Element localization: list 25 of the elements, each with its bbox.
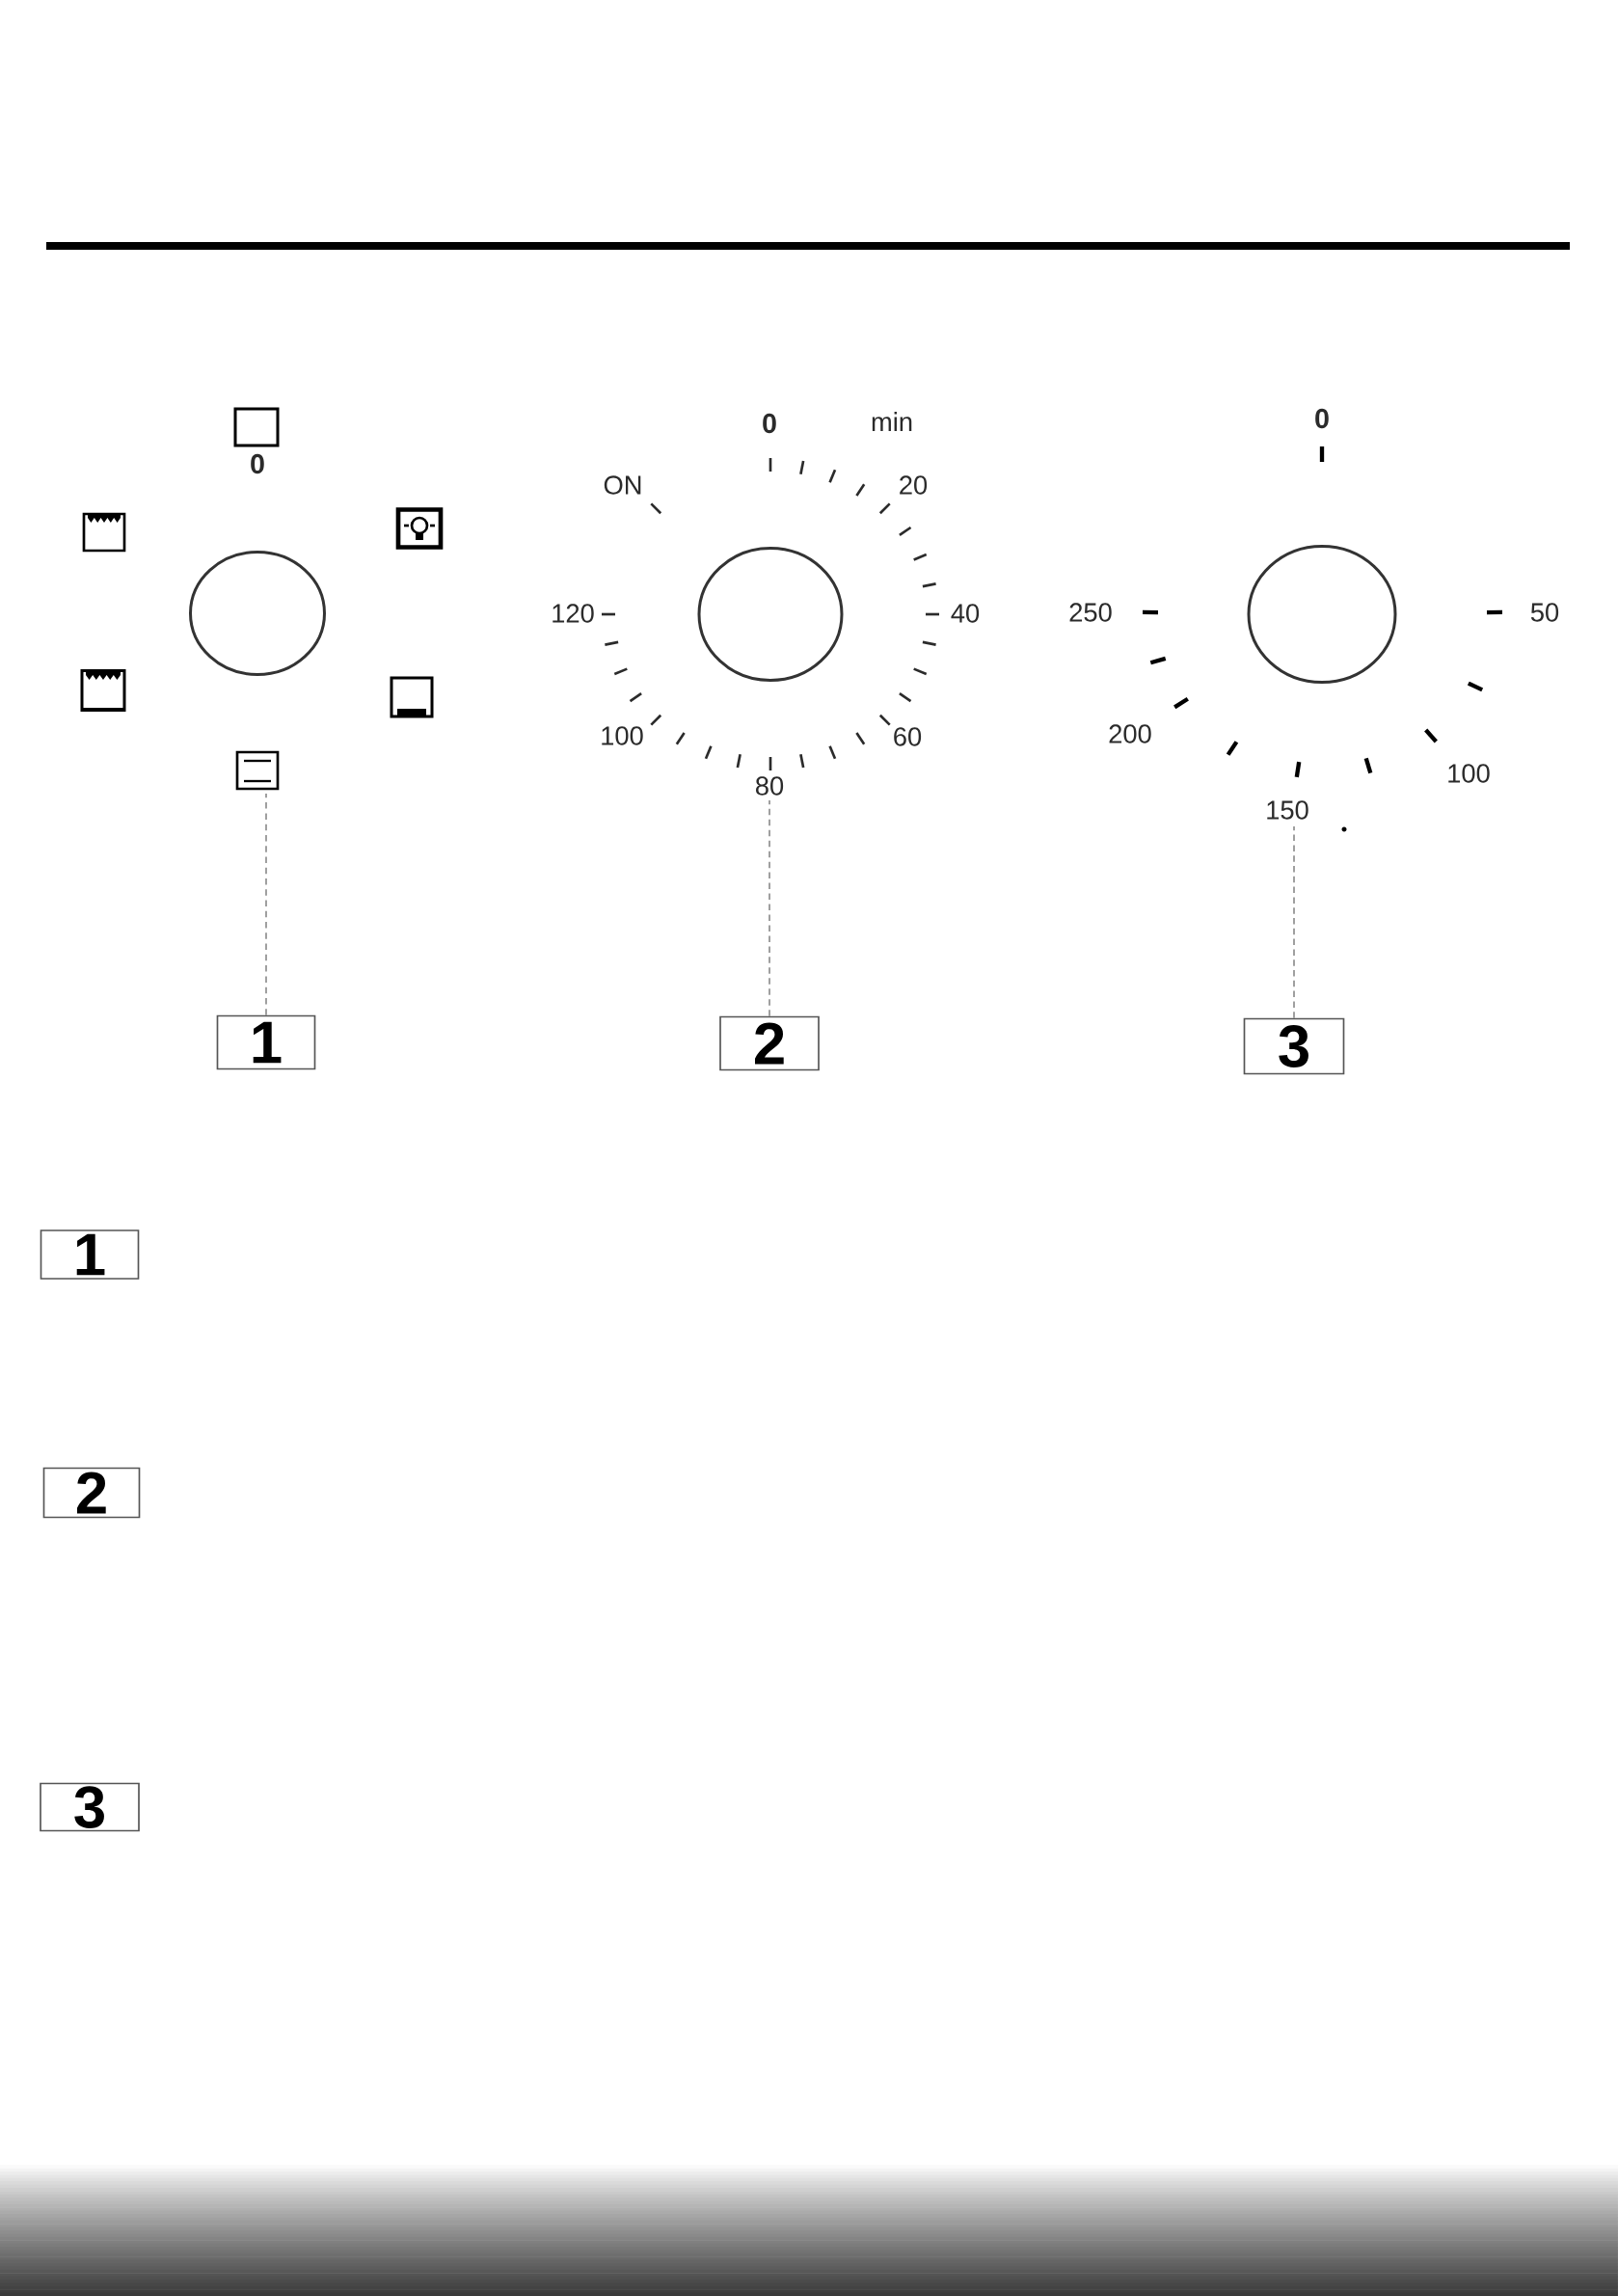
dial-number: 150 bbox=[1267, 800, 1308, 820]
dial-number: 0 bbox=[1315, 408, 1329, 429]
callout-number: 3 bbox=[1243, 1017, 1345, 1075]
dial-number: 100 bbox=[602, 726, 643, 745]
dial-number: 50 bbox=[1530, 603, 1559, 622]
dial-number: 60 bbox=[894, 727, 922, 746]
callout-number: 2 bbox=[42, 1467, 141, 1519]
dial-number: 250 bbox=[1069, 603, 1112, 622]
dial-number: 20 bbox=[900, 475, 928, 495]
leader-line bbox=[1293, 825, 1295, 1019]
callout-number: 3 bbox=[40, 1782, 140, 1832]
callout-number: 1 bbox=[40, 1229, 140, 1280]
dial-number: 0 bbox=[763, 413, 776, 434]
dial-number: 40 bbox=[951, 604, 980, 623]
leader-line bbox=[265, 793, 267, 1016]
dial-label: ON bbox=[604, 475, 641, 495]
dial-number: 120 bbox=[553, 604, 594, 623]
callout-number: 1 bbox=[216, 1014, 316, 1070]
dial-number: 80 bbox=[756, 776, 784, 796]
dial-number: 200 bbox=[1109, 724, 1151, 743]
dial-number: 100 bbox=[1448, 764, 1490, 783]
dial-number: 0 bbox=[251, 453, 264, 474]
callout-number: 2 bbox=[719, 1015, 820, 1071]
leader-line bbox=[769, 799, 770, 1017]
unit-label: min bbox=[872, 412, 912, 431]
